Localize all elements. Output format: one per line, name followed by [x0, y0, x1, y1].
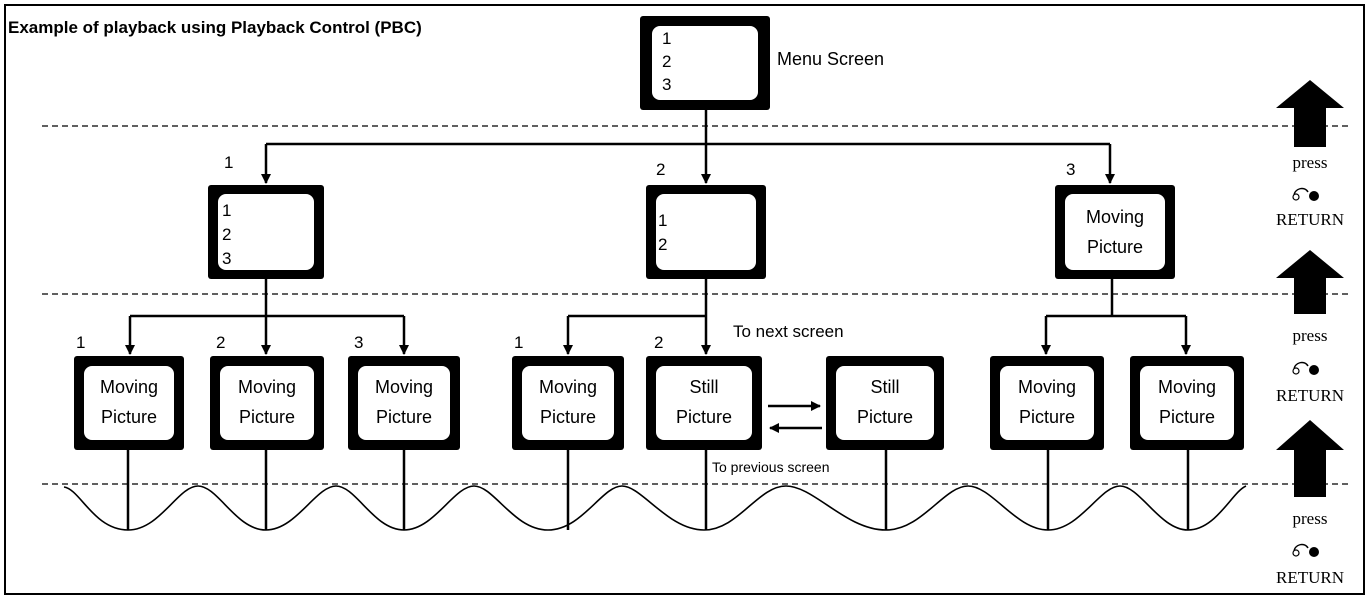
- svg-text:Moving: Moving: [238, 377, 296, 397]
- svg-text:Picture: Picture: [1019, 407, 1075, 427]
- svg-text:RETURN: RETURN: [1276, 386, 1344, 405]
- moving-picture-screen: Moving Picture: [74, 356, 184, 450]
- menu-connectors: [261, 108, 1115, 184]
- moving-picture-screen: Moving Picture: [1130, 356, 1244, 450]
- up-arrow-icon: [1276, 80, 1344, 147]
- svg-text:Picture: Picture: [857, 407, 913, 427]
- return-button-icon: [1292, 187, 1319, 201]
- menu-item: 3: [662, 75, 671, 94]
- up-arrow-icon: [1276, 420, 1344, 497]
- level2-numbers: 1 2 3 1 2: [76, 333, 663, 352]
- svg-text:press: press: [1293, 509, 1328, 528]
- to-previous-screen-label: To previous screen: [712, 459, 830, 475]
- item-number: 1: [76, 333, 85, 352]
- menu-item: 1: [658, 211, 667, 230]
- return-button-icon: [1292, 543, 1319, 557]
- return-button-icon: [1292, 361, 1319, 375]
- menu-item: 2: [662, 52, 671, 71]
- submenu-screen-1: 1 2 3: [208, 185, 324, 279]
- branch-number: 2: [656, 160, 665, 179]
- item-number: 3: [354, 333, 363, 352]
- still-picture-screen: Still Picture: [646, 356, 762, 450]
- svg-text:Moving: Moving: [1158, 377, 1216, 397]
- diagram-frame: [4, 4, 1365, 595]
- svg-text:Moving: Moving: [1086, 207, 1144, 227]
- moving-picture-screen: Moving Picture: [210, 356, 324, 450]
- diagram-title: Example of playback using Playback Contr…: [8, 18, 422, 37]
- to-next-screen-label: To next screen: [733, 322, 844, 341]
- svg-text:Moving: Moving: [1018, 377, 1076, 397]
- svg-text:Moving: Moving: [100, 377, 158, 397]
- svg-text:Still: Still: [689, 377, 718, 397]
- svg-text:press: press: [1293, 153, 1328, 172]
- item-number: 2: [216, 333, 225, 352]
- moving-picture-screen: Moving Picture: [1055, 185, 1175, 279]
- return-hint-3: press RETURN: [1276, 420, 1344, 587]
- branch-number: 1: [224, 153, 233, 172]
- svg-text:Picture: Picture: [1159, 407, 1215, 427]
- item-number: 1: [514, 333, 523, 352]
- svg-text:press: press: [1293, 326, 1328, 345]
- svg-text:Picture: Picture: [676, 407, 732, 427]
- svg-text:Moving: Moving: [375, 377, 433, 397]
- moving-picture-screen: Moving Picture: [348, 356, 460, 450]
- menu-item: 1: [662, 29, 671, 48]
- svg-text:RETURN: RETURN: [1276, 210, 1344, 229]
- svg-text:Still: Still: [870, 377, 899, 397]
- timeline-wave: [63, 485, 1247, 531]
- submenu-screen-2: 1 2: [646, 185, 766, 279]
- svg-text:Picture: Picture: [101, 407, 157, 427]
- svg-text:RETURN: RETURN: [1276, 568, 1344, 587]
- svg-text:Picture: Picture: [540, 407, 596, 427]
- branch-number: 3: [1066, 160, 1075, 179]
- svg-text:Picture: Picture: [376, 407, 432, 427]
- svg-text:Moving: Moving: [539, 377, 597, 397]
- moving-picture-screen: Moving Picture: [512, 356, 624, 450]
- menu-screen: 1 2 3: [640, 16, 770, 110]
- moving-picture-screen: Moving Picture: [990, 356, 1104, 450]
- menu-item: 2: [658, 235, 667, 254]
- menu-screen-label: Menu Screen: [777, 49, 884, 69]
- up-arrow-icon: [1276, 250, 1344, 314]
- svg-text:Picture: Picture: [239, 407, 295, 427]
- menu-item: 3: [222, 249, 231, 268]
- branch2-connectors: [563, 278, 711, 355]
- menu-item: 2: [222, 225, 231, 244]
- menu-item: 1: [222, 201, 231, 220]
- item-number: 2: [654, 333, 663, 352]
- return-hint-1: press RETURN: [1276, 80, 1344, 229]
- still-picture-screen: Still Picture: [826, 356, 944, 450]
- branch3-connectors: [1041, 278, 1191, 355]
- screen-face: [652, 26, 758, 100]
- svg-text:Picture: Picture: [1087, 237, 1143, 257]
- return-hint-2: press RETURN: [1276, 250, 1344, 405]
- branch1-connectors: [125, 278, 409, 355]
